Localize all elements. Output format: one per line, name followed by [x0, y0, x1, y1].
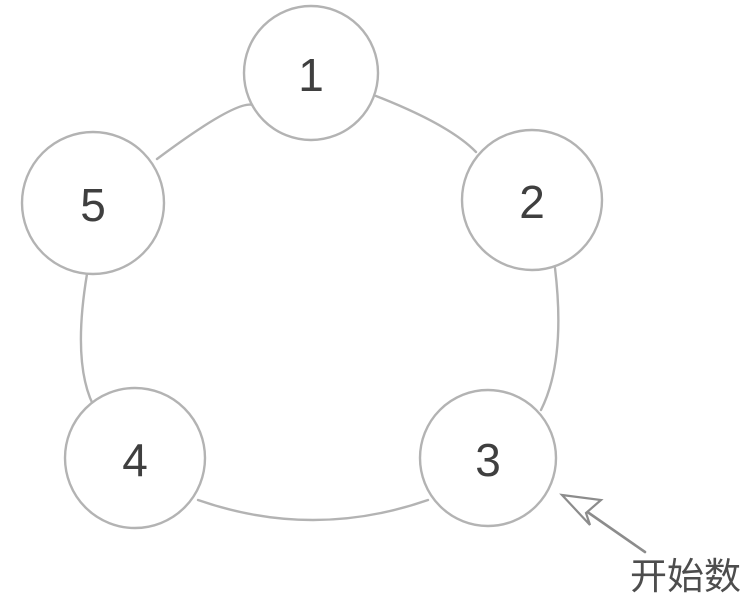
- link-3-to-4: [196, 498, 430, 522]
- node-1[interactable]: 1: [242, 4, 380, 142]
- node-1-circle[interactable]: [242, 4, 380, 142]
- link-4-to-5: [79, 272, 99, 414]
- start-annotation-label: 开始数: [630, 555, 741, 598]
- node-4-circle[interactable]: [63, 386, 207, 530]
- link-5-to-1: [155, 103, 255, 161]
- node-2-circle[interactable]: [460, 128, 604, 272]
- link-group: [79, 94, 560, 522]
- node-4-label: 4: [122, 434, 148, 486]
- arrow-head-icon: [559, 493, 604, 526]
- node-4[interactable]: 4: [63, 386, 207, 530]
- node-3-circle[interactable]: [418, 388, 558, 528]
- node-2[interactable]: 2: [460, 128, 604, 272]
- node-2-label: 2: [519, 176, 545, 228]
- start-annotation-arrow: [559, 493, 647, 554]
- arrow-shaft-line: [584, 509, 647, 554]
- node-group: 1 2 3 4 5: [20, 4, 604, 530]
- node-3[interactable]: 3: [418, 388, 558, 528]
- node-5-label: 5: [80, 179, 106, 231]
- link-1-to-2: [374, 94, 478, 154]
- node-1-label: 1: [298, 49, 324, 101]
- node-3-label: 3: [475, 434, 501, 486]
- link-2-to-3: [539, 266, 560, 412]
- node-5-circle[interactable]: [20, 130, 166, 276]
- node-5[interactable]: 5: [20, 130, 166, 276]
